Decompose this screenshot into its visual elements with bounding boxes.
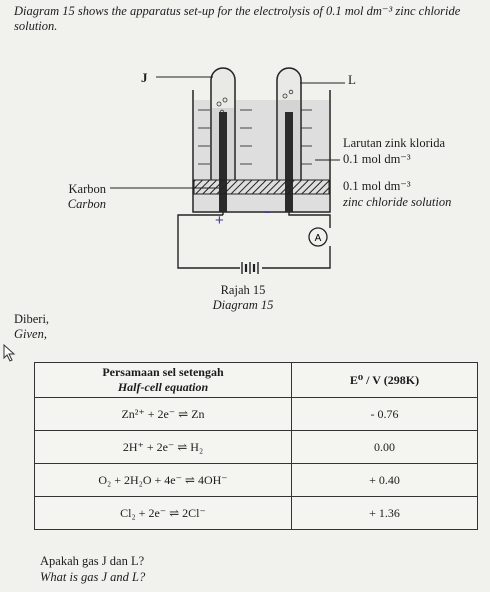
equation-cell: 2H⁺ + 2e⁻ ⇌ H₂ (34, 430, 292, 464)
hatched-support (193, 179, 330, 195)
table-row: Cl₂ + 2e⁻ ⇌ 2Cl⁻ + 1.36 (34, 496, 478, 530)
diagram-caption-ms: Rajah 15 (220, 283, 266, 297)
carbon-label: Karbon Carbon (52, 182, 106, 212)
gas-l-label: L (348, 72, 356, 87)
potential-cell: 0.00 (291, 430, 478, 464)
wire-left (177, 212, 240, 269)
potential-cell: + 0.40 (291, 463, 478, 497)
wire-right-top (288, 212, 331, 228)
given-label: Diberi, Given, (14, 312, 49, 342)
header-equation: Persamaan sel setengah Half-cell equatio… (34, 362, 292, 398)
anode-mark: + (215, 212, 224, 229)
equation-cell: O₂ + 2H₂O + 4e⁻ ⇌ 4OH⁻ (34, 463, 292, 497)
header-equation-en: Half-cell equation (117, 380, 209, 394)
table-header-row: Persamaan sel setengah Half-cell equatio… (34, 362, 478, 398)
electrolysis-apparatus: A + - (110, 67, 345, 274)
carbon-label-ms: Karbon (68, 182, 107, 196)
table-row: O₂ + 2H₂O + 4e⁻ ⇌ 4OH⁻ + 0.40 (34, 463, 478, 497)
equation-cell: Cl₂ + 2e⁻ ⇌ 2Cl⁻ (34, 496, 292, 530)
question-ms: Apakah gas J dan L? (40, 554, 145, 568)
cathode-mark: - (265, 203, 270, 219)
solution-name-ms: Larutan zink klorida (343, 136, 446, 150)
table-row: 2H⁺ + 2e⁻ ⇌ H₂ 0.00 (34, 430, 478, 464)
question-en: What is gas J and L? (40, 570, 146, 584)
mouse-cursor-icon (3, 344, 16, 362)
ammeter-icon (308, 227, 328, 247)
potential-cell: + 1.36 (291, 496, 478, 530)
equation-cell: Zn²⁺ + 2e⁻ ⇌ Zn (34, 397, 292, 431)
beaker (192, 90, 331, 213)
intro-text: Diagram 15 shows the apparatus set-up fo… (14, 4, 461, 33)
solution-label-en: 0.1 mol dm⁻³ zinc chloride solution (343, 178, 451, 210)
question: Apakah gas J dan L? What is gas J and L? (40, 553, 145, 585)
header-potential: E⁰ / V (298K) (291, 362, 478, 398)
solution-conc-en: 0.1 mol dm⁻³ (343, 179, 411, 193)
ammeter-label: A (315, 233, 322, 244)
solution-conc-ms: 0.1 mol dm⁻³ (343, 152, 411, 166)
wire-right-bottom (262, 246, 331, 269)
gas-bubbles (216, 89, 294, 115)
diagram-caption-en: Diagram 15 (212, 298, 274, 312)
solution-name-en: zinc chloride solution (343, 195, 452, 209)
table-row: Zn²⁺ + 2e⁻ ⇌ Zn - 0.76 (34, 397, 478, 431)
solution-dashes (198, 109, 312, 165)
carbon-electrode-left (219, 112, 227, 212)
half-cell-table: Persamaan sel setengah Half-cell equatio… (34, 362, 478, 530)
diagram-caption: Rajah 15 Diagram 15 (198, 283, 288, 313)
battery-icon (241, 262, 259, 274)
gas-j-label: J (141, 70, 148, 85)
potential-cell: - 0.76 (291, 397, 478, 431)
given-en: Given, (14, 327, 47, 341)
carbon-label-en: Carbon (67, 197, 106, 211)
solution-label-ms: Larutan zink klorida 0.1 mol dm⁻³ (343, 135, 445, 167)
carbon-electrode-right (285, 112, 293, 212)
header-equation-ms: Persamaan sel setengah (102, 365, 224, 379)
given-ms: Diberi, (14, 312, 50, 326)
